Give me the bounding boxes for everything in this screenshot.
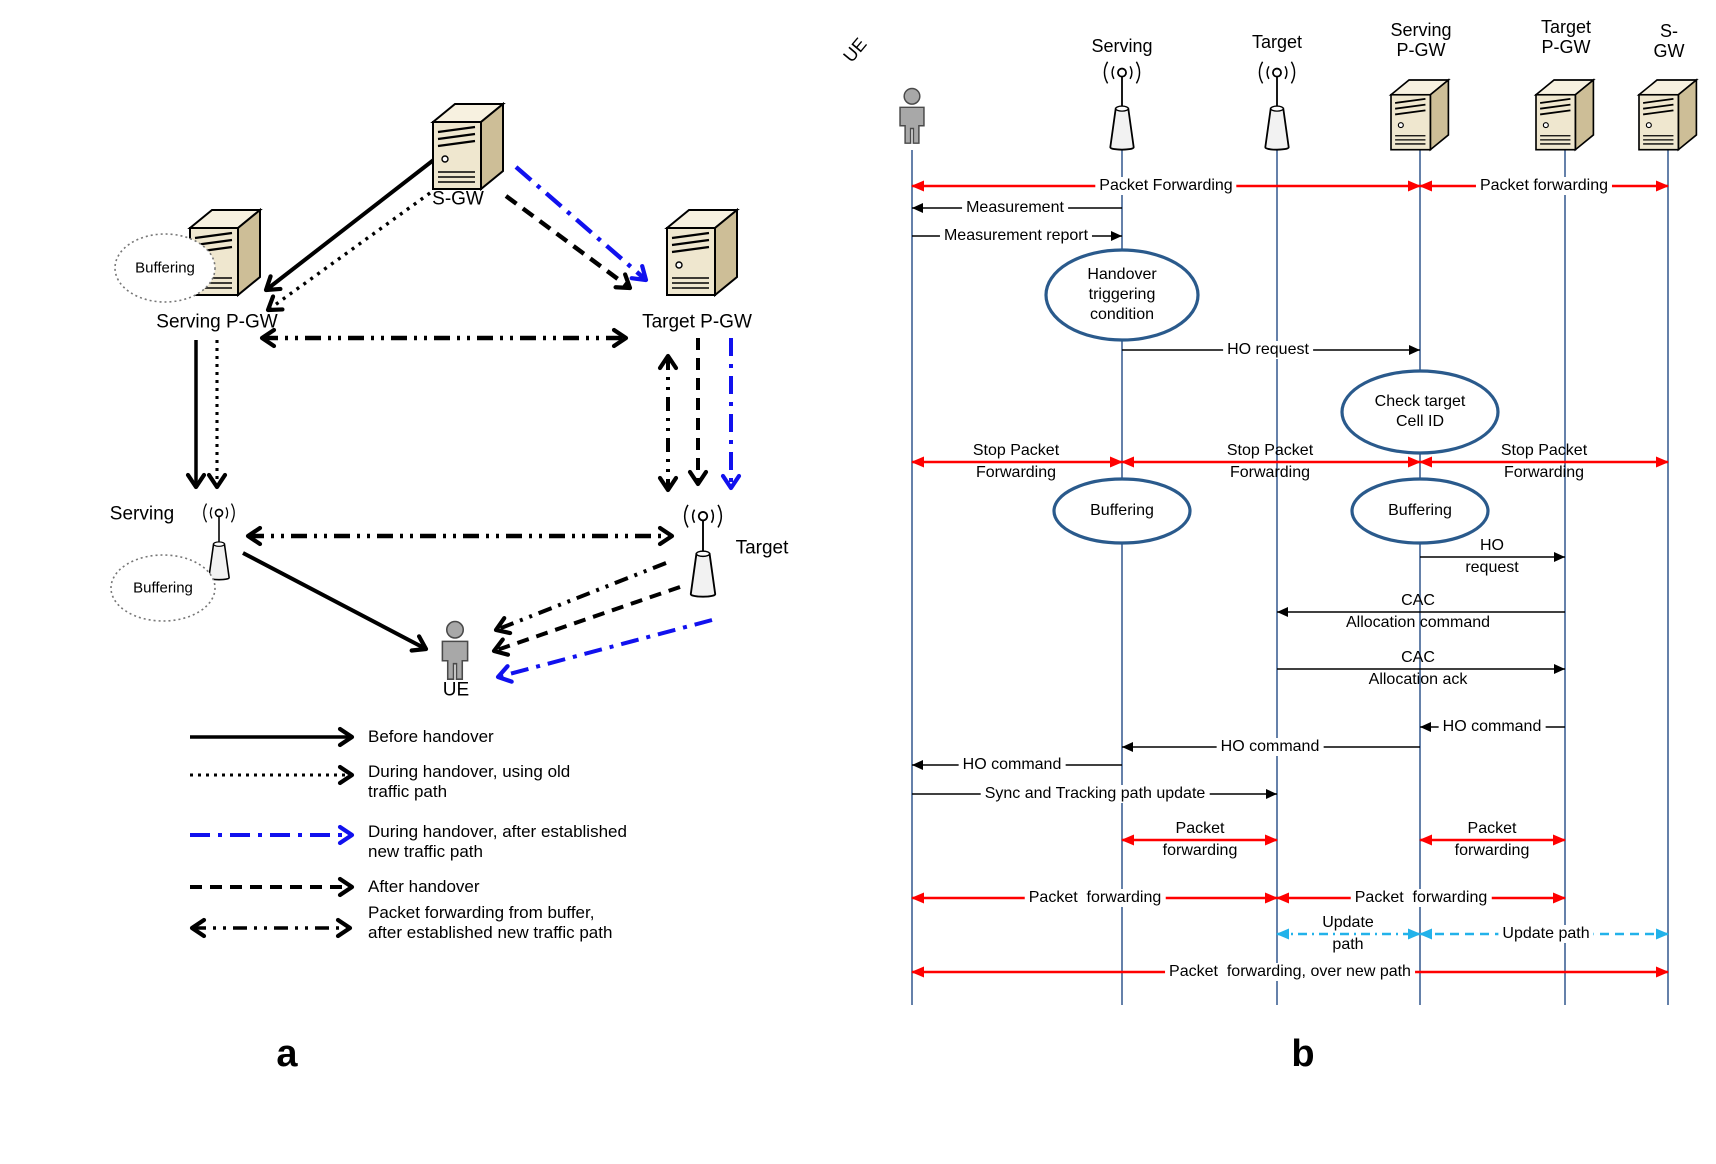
- ue-label: UE: [442, 679, 470, 701]
- arrow-targetbs-to-ue-dashed: [491, 585, 681, 657]
- msg-label-sync-tracking: Sync and Tracking path update: [980, 785, 1210, 803]
- condition-check-target-cellid: [1340, 369, 1500, 455]
- lifeline-header-target-pgw: Target P-GW: [1540, 17, 1592, 57]
- lifeline-header-target: Target: [1251, 32, 1303, 52]
- target-pgw-server-icon: [665, 208, 739, 297]
- sgw-server-icon: [1638, 79, 1698, 151]
- legend-item-before-handover: Before handover: [368, 727, 494, 746]
- serving-pgw-server-icon: [1390, 79, 1450, 151]
- msg-label-measurement: Measurement: [962, 199, 1068, 217]
- lifeline-header-serving-pgw: Serving P-GW: [1390, 20, 1452, 60]
- msg-label-packet-forwarding-4: Packet forwarding: [1454, 820, 1530, 859]
- buffering-label-servingbs: Buffering: [133, 579, 193, 597]
- condition-label-buffering-servingpgw: Buffering: [1388, 502, 1452, 519]
- condition-buffering-servingpgw: [1350, 477, 1490, 545]
- arrow-sgw-to-servingpgw-dotted: [265, 191, 431, 313]
- serving-bs-label: Serving: [109, 503, 175, 525]
- condition-label-buffering-serving: Buffering: [1090, 502, 1154, 519]
- msg-label-packet-forwarding-6: Packet forwarding: [1350, 889, 1492, 907]
- sgw-server-icon: [431, 102, 505, 191]
- buffering-label-servingpgw: Buffering: [135, 259, 195, 277]
- legend-item-packet-forwarding-buffer: Packet forwarding from buffer, after est…: [368, 903, 613, 942]
- buffering-callout-servingbs: [110, 554, 216, 622]
- serving-pgw-label: Serving P-GW: [156, 311, 278, 333]
- legend-item-during-old-path: During handover, using old traffic path: [368, 762, 571, 801]
- arrow-targetbs-to-ue-blue-dashdot: [495, 618, 713, 684]
- msg-label-packet-forwarding-new-path: Packet forwarding, over new path: [1165, 963, 1415, 981]
- arrow-sgw-to-servingpgw-solid: [263, 153, 442, 293]
- msg-label-update-path-1: Update path: [1322, 914, 1374, 953]
- target-antenna-icon: [1258, 60, 1296, 151]
- ue-person-icon: [441, 620, 469, 680]
- serving-antenna-icon: [1103, 60, 1141, 151]
- sgw-label: S-GW: [432, 188, 484, 210]
- target-bs-antenna-icon: [683, 503, 723, 598]
- msg-label-stop-packet-forwarding-3: Stop Packet Forwarding: [1500, 442, 1588, 481]
- panel-a-graphics: [110, 102, 742, 939]
- msg-label-stop-packet-forwarding-2: Stop Packet Forwarding: [1226, 442, 1314, 481]
- target-bs-label: Target: [735, 537, 789, 559]
- arrow-targetbs-to-ue-forwarding: [493, 561, 667, 636]
- arrow-servingbs-to-ue-solid: [242, 551, 429, 653]
- buffering-callout-servingpgw: [114, 233, 216, 303]
- legend-item-during-new-path: During handover, after established new t…: [368, 822, 627, 861]
- msg-label-ho-command-2: HO command: [1216, 738, 1324, 756]
- msg-label-packet-forwarding-1: Packet Forwarding: [1095, 177, 1237, 195]
- caption-b: b: [1291, 1033, 1315, 1075]
- msg-label-ho-request-1: HO request: [1223, 341, 1313, 359]
- target-pgw-server-icon: [1535, 79, 1595, 151]
- msg-label-ho-request-2: HO request: [1465, 537, 1519, 576]
- arrow-sgw-to-targetpgw-dashed: [504, 194, 633, 291]
- msg-label-update-path-2: Update path: [1498, 925, 1594, 943]
- condition-label-handover-triggering: Handover triggering condition: [1087, 266, 1157, 323]
- caption-a: a: [276, 1033, 298, 1075]
- serving-bs-antenna-icon: [203, 502, 235, 581]
- msg-label-packet-forwarding-5: Packet forwarding: [1024, 889, 1166, 907]
- msg-label-stop-packet-forwarding-1: Stop Packet Forwarding: [972, 442, 1060, 481]
- target-pgw-label: Target P-GW: [642, 311, 752, 333]
- msg-label-packet-forwarding-3: Packet forwarding: [1162, 820, 1238, 859]
- condition-buffering-serving: [1052, 477, 1192, 545]
- msg-label-packet-forwarding-2: Packet forwarding: [1475, 177, 1613, 195]
- arrow-sgw-to-targetpgw-blue-dashdot: [514, 165, 649, 283]
- msg-label-cac-allocation-ack: CAC Allocation ack: [1368, 649, 1468, 688]
- condition-handover-triggering: [1044, 248, 1200, 342]
- lifeline-header-sgw: S-GW: [1653, 21, 1685, 61]
- lifeline-header-serving: Serving: [1091, 36, 1153, 56]
- legend-item-after-handover: After handover: [368, 877, 480, 896]
- msg-label-measurement-report: Measurement report: [939, 227, 1093, 245]
- msg-label-ho-command-1: HO command: [1438, 718, 1546, 736]
- msg-label-cac-allocation-command: CAC Allocation command: [1345, 592, 1491, 631]
- condition-label-check-target-cellid: Check target Cell ID: [1374, 393, 1466, 430]
- msg-label-ho-command-3: HO command: [958, 756, 1066, 774]
- ue-person-icon: [899, 87, 925, 144]
